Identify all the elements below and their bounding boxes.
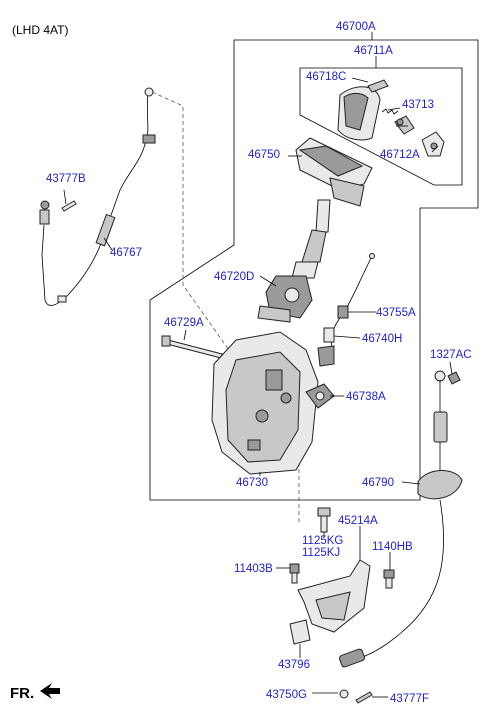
label-43755a: 43755A [376,307,416,319]
spring-43713 [381,108,399,115]
pin-43777f [355,691,373,704]
label-43713: 43713 [402,99,434,111]
label-46738a: 46738A [346,391,386,403]
label-11403b: 11403B [234,563,273,575]
leader-line [183,329,187,341]
lever-shaft-46720d [257,199,331,323]
leader-line [387,107,401,111]
boot-46750 [295,137,373,207]
label-45214a: 45214A [338,515,378,527]
nut-11403b [289,563,300,584]
button-43713 [394,115,415,135]
label-1125kg: 1125KG [302,535,343,547]
label-46711a: 46711A [354,45,393,57]
label-1140hb: 1140HB [372,541,413,553]
leader-line [401,481,421,485]
bolt-1140hb [383,569,395,589]
housing-46730 [211,331,319,475]
label-1327ac: 1327AC [430,349,472,361]
label-46720d: 46720D [214,271,254,283]
pin-43777b [61,200,77,212]
label-46790: 46790 [362,477,394,489]
leader-line [103,237,113,251]
label-43777f: 43777F [390,693,429,705]
front-arrow-icon [40,683,60,699]
front-direction-label: FR. [10,685,34,702]
label-43777b: 43777B [46,173,86,185]
alignment-dashed-line [151,91,237,361]
bolt-46729a [161,335,223,359]
assembly-boundary [149,39,479,501]
shift-cable-46790 [339,370,463,668]
plate-43796 [289,619,311,645]
washer-43750g [339,689,349,699]
label-46740h: 46740H [362,333,402,345]
leader-line [351,77,369,83]
bolt-1125kg [317,507,331,533]
label-46767: 46767 [110,247,142,259]
variant-note: (LHD 4AT) [12,23,68,37]
label-46700a: 46700A [336,21,376,33]
bracket-45214a [297,559,371,633]
leader-line [333,335,361,339]
leader-line [431,145,439,153]
label-46729a: 46729A [164,317,204,329]
leader-line [259,275,277,287]
subassembly-boundary [299,67,463,186]
label-46718c: 46718C [306,71,346,83]
nut-1327ac [447,371,461,385]
leader-line [449,361,453,375]
label-46730: 46730 [236,477,268,489]
wire-harness-46740h [317,253,375,367]
label-1125kj: 1125KJ [302,547,340,559]
shift-knob-46711a [337,79,389,141]
shift-cable-46767 [39,87,156,306]
label-46750: 46750 [248,149,280,161]
label-46712a: 46712A [380,149,420,161]
leader-line [63,189,67,205]
label-43796: 43796 [278,659,310,671]
bracket-46712a [421,131,445,157]
label-43750g: 43750G [266,689,307,701]
